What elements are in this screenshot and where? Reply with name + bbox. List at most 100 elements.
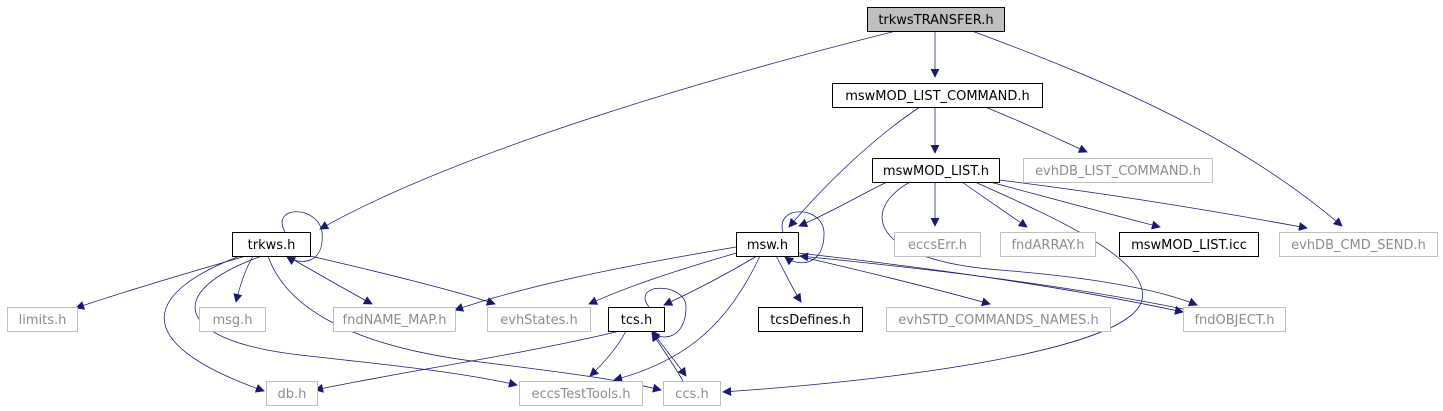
edge-line (314, 330, 621, 393)
node-box (894, 232, 981, 257)
edge-mswMOD_LIST-to-fndOBJECT (881, 181, 1198, 307)
node-evhStates: evhStates.h (487, 307, 591, 332)
node-eccsErr: eccsErr.h (894, 232, 981, 257)
node-box (487, 307, 591, 332)
edge-line (233, 255, 254, 303)
edge-mswMOD_LIST-to-msw (798, 181, 888, 228)
node-evhSTD_COMMANDS_NAMES: evhSTD_COMMANDS_NAMES.h (886, 307, 1111, 332)
node-label: trkwsTRANSFER.h (878, 13, 993, 28)
node-trkws[interactable]: trkws.h (232, 232, 311, 257)
node-label: fndNAME_MAP.h (343, 313, 447, 328)
edge-trkws-to-evhStates (309, 255, 496, 306)
edge-msw-to-fndOBJECT (797, 252, 1184, 315)
node-ccs: ccs.h (663, 381, 721, 406)
node-msg: msg.h (199, 307, 266, 332)
node-box (1023, 158, 1213, 183)
node-label[interactable]: tcs.h (621, 313, 652, 328)
edge-mswMOD_LIST-to-ccs (722, 181, 1143, 396)
edge-trkws-to-ccs (267, 255, 662, 393)
node-box (663, 381, 721, 406)
edge-line (588, 251, 741, 305)
edge-line (881, 181, 1198, 307)
edge-line (788, 106, 921, 228)
edge-trkws-to-msg (233, 255, 254, 303)
edge-line (163, 255, 265, 393)
node-label[interactable]: msw.h (747, 238, 788, 253)
node-eccsTestTools: eccsTestTools.h (519, 381, 643, 406)
node-box[interactable] (872, 158, 1000, 183)
node-msw[interactable]: msw.h (736, 232, 799, 257)
node-label: evhDB_CMD_SEND.h (1291, 238, 1426, 253)
node-box (199, 307, 266, 332)
edge-line (799, 252, 1184, 310)
node-db: db.h (266, 381, 318, 406)
edge-line (309, 255, 496, 306)
edge-tcs-to-ccs (651, 330, 687, 377)
node-label: db.h (278, 387, 307, 402)
node-label: evhSTD_COMMANDS_NAMES.h (898, 313, 1098, 328)
node-label: fndARRAY.h (1011, 238, 1084, 253)
edge-msw-to-tcsDefines (775, 255, 802, 303)
node-box (266, 381, 318, 406)
node-trkwsTRANSFER: trkwsTRANSFER.h (867, 7, 1005, 32)
edge-msw-to-msw (781, 211, 825, 266)
node-label: limits.h (19, 313, 67, 328)
node-label[interactable]: mswMOD_LIST.h (883, 164, 989, 179)
edge-line (644, 288, 687, 341)
node-box[interactable] (232, 232, 311, 257)
node-box (1183, 307, 1286, 332)
edge-line (781, 211, 825, 266)
node-mswMOD_LIST[interactable]: mswMOD_LIST.h (872, 158, 1000, 183)
node-box[interactable] (832, 83, 1043, 108)
nodes-layer: trkwsTRANSFER.h mswMOD_LIST_COMMAND.h mswM… (7, 7, 1438, 406)
edge-line (589, 330, 627, 377)
edge-line (663, 255, 758, 306)
node-fndARRAY: fndARRAY.h (1000, 232, 1096, 257)
node-mswMOD_LIST_COMMAND[interactable]: mswMOD_LIST_COMMAND.h (832, 83, 1043, 108)
edge-line (797, 252, 1184, 315)
node-label[interactable]: tcsDefines.h (770, 313, 851, 328)
node-box[interactable] (736, 232, 799, 257)
edge-mswMOD_LIST_COMMAND-to-msw (788, 106, 921, 228)
edge-trkwsTRANSFER-to-trkws (319, 30, 897, 230)
node-evhDB_CMD_SEND: evhDB_CMD_SEND.h (1279, 232, 1438, 257)
node-tcs[interactable]: tcs.h (608, 307, 665, 332)
node-mswMOD_LIST_icc[interactable]: mswMOD_LIST.icc (1119, 232, 1259, 257)
edge-line (454, 246, 737, 312)
node-label: evhStates.h (500, 313, 578, 328)
node-label: ccs.h (675, 387, 708, 402)
node-box (7, 307, 78, 332)
node-box (333, 307, 456, 332)
edge-line (319, 30, 897, 230)
edge-line (989, 181, 1161, 230)
edge-line (797, 255, 991, 307)
edge-line (775, 255, 802, 303)
edge-trkws-to-eccsTestTools (194, 255, 518, 388)
node-box (1000, 232, 1096, 257)
edge-trkwsTRANSFER-to-evhDB_CMD_SEND (971, 30, 1343, 227)
node-label: evhDB_LIST_COMMAND.h (1035, 164, 1201, 179)
node-box (886, 307, 1111, 332)
node-label[interactable]: trkws.h (248, 238, 296, 253)
node-box[interactable] (1119, 232, 1259, 257)
node-label[interactable]: mswMOD_LIST.icc (1131, 238, 1247, 253)
node-limits: limits.h (7, 307, 78, 332)
node-label[interactable]: mswMOD_LIST_COMMAND.h (845, 89, 1030, 104)
edge-line (267, 255, 662, 393)
edge-mswMOD_LIST-to-evhDB_CMD_SEND (998, 179, 1308, 231)
edge-line (998, 179, 1308, 231)
edge-msw-to-evhStates (588, 251, 741, 305)
edge-line (984, 106, 1088, 153)
edge-tcs-to-db (314, 330, 621, 393)
node-box[interactable] (758, 307, 863, 332)
node-label: fndOBJECT.h (1194, 313, 1274, 328)
node-tcsDefines[interactable]: tcsDefines.h (758, 307, 863, 332)
edge-msw-to-eccsTestTools (613, 255, 761, 383)
edge-mswMOD_LIST-to-fndARRAY (961, 181, 1028, 228)
edge-mswMOD_LIST_COMMAND-to-evhDB_LIST_COMMAND (984, 106, 1088, 153)
node-label: msg.h (212, 313, 252, 328)
edge-trkws-to-trkws (282, 211, 323, 266)
node-box[interactable] (608, 307, 665, 332)
edge-msw-to-tcs (663, 255, 758, 306)
